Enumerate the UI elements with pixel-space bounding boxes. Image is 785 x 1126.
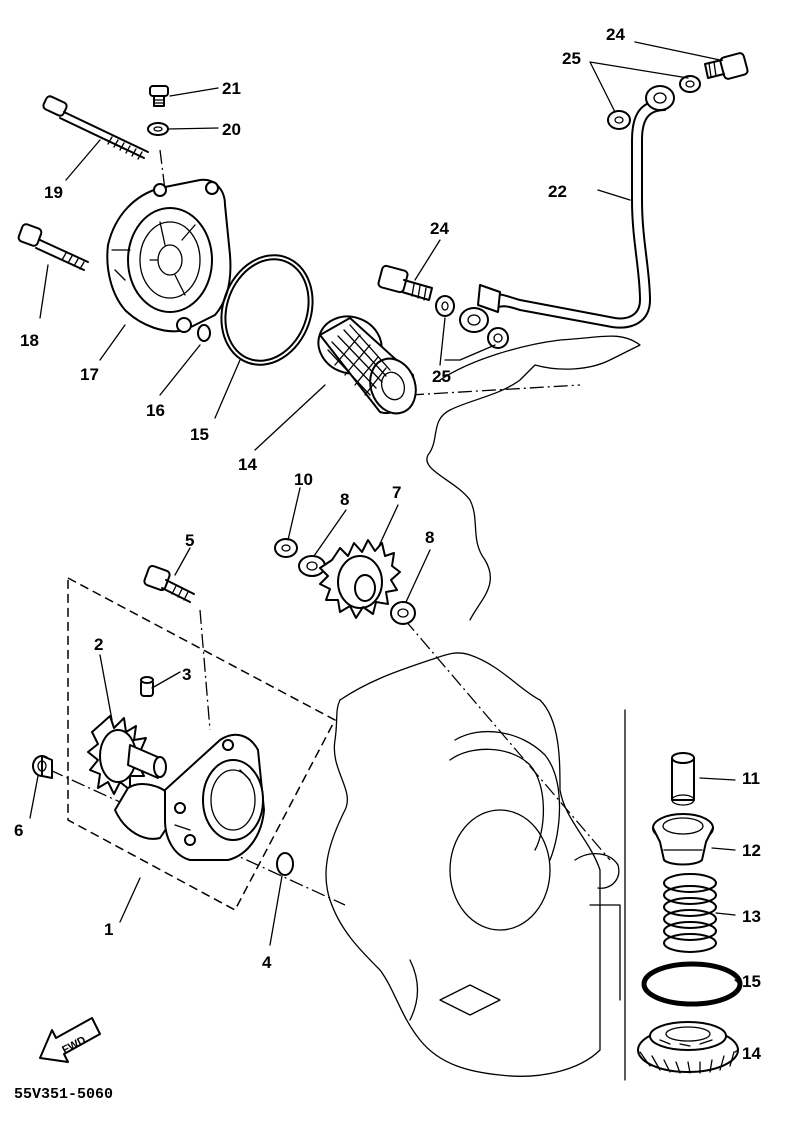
callout-9: 10 bbox=[294, 470, 313, 489]
washer-8-left bbox=[298, 555, 326, 577]
part-code: 55V351-5060 bbox=[14, 1086, 113, 1103]
strainer-dowel bbox=[671, 752, 695, 806]
leader-lines bbox=[29, 41, 741, 1053]
union-bolt-top bbox=[704, 52, 749, 80]
strainer-o-ring bbox=[641, 961, 743, 1007]
bleed-bolt bbox=[149, 85, 169, 107]
washer-9 bbox=[274, 538, 298, 558]
oil-pump-drive-gear bbox=[319, 539, 401, 619]
callout-21: 20 bbox=[222, 120, 241, 139]
callout-19: 18 bbox=[20, 331, 39, 350]
oil-filter-cover bbox=[106, 178, 232, 333]
callout-7: 7 bbox=[392, 483, 401, 502]
oil-pump-body bbox=[114, 733, 265, 861]
callout-12: 13 bbox=[742, 907, 761, 926]
callout-24-top: 24 bbox=[606, 25, 625, 44]
callout-labels: 24 25 22 24 25 21 20 19 18 17 16 15 14 1… bbox=[14, 25, 761, 1063]
callout-17: 16 bbox=[146, 401, 165, 420]
callout-11: 12 bbox=[742, 841, 761, 860]
callout-3: 3 bbox=[182, 665, 191, 684]
callout-10: 11 bbox=[742, 769, 760, 788]
callout-2: 2 bbox=[94, 635, 103, 654]
strainer-cap bbox=[652, 813, 714, 866]
callout-23: 22 bbox=[548, 182, 567, 201]
callout-14: 15 bbox=[742, 972, 761, 991]
fwd-direction-arrow-icon: FWD bbox=[39, 1017, 101, 1063]
large-o-ring bbox=[220, 254, 314, 366]
callout-8-left: 8 bbox=[340, 490, 349, 509]
callout-25-top: 25 bbox=[562, 49, 581, 68]
callout-25-mid: 25 bbox=[432, 367, 451, 386]
callout-13: 14 bbox=[742, 1044, 761, 1063]
callout-20: 19 bbox=[44, 183, 63, 202]
pipe-washers bbox=[435, 75, 701, 349]
union-bolt-mid bbox=[377, 264, 433, 301]
callout-5: 5 bbox=[185, 531, 194, 550]
callout-16: 15 bbox=[190, 425, 209, 444]
callout-22: 21 bbox=[222, 79, 241, 98]
oil-filter-element bbox=[317, 315, 417, 415]
bolt-short bbox=[17, 223, 89, 271]
bleed-bolt-washer bbox=[147, 122, 169, 136]
callout-1: 1 bbox=[104, 920, 113, 939]
callout-24-mid: 24 bbox=[430, 219, 449, 238]
dowel-pin bbox=[140, 676, 154, 697]
small-o-ring bbox=[197, 324, 211, 342]
callout-15: 14 bbox=[238, 455, 257, 474]
strainer-spring bbox=[663, 873, 717, 953]
callout-6: 6 bbox=[14, 821, 23, 840]
callout-18: 17 bbox=[80, 365, 99, 384]
bolt-long bbox=[42, 95, 149, 160]
pump-collar bbox=[32, 755, 53, 779]
callout-4: 4 bbox=[262, 953, 272, 972]
strainer-plug bbox=[637, 1021, 739, 1074]
pump-mounting-bolt bbox=[143, 564, 195, 603]
pump-driven-gear bbox=[87, 715, 167, 795]
oil-delivery-pipe bbox=[459, 85, 675, 333]
callout-8-right: 8 bbox=[425, 528, 434, 547]
oil-pump-assembly-box bbox=[67, 576, 337, 912]
washer-8-right bbox=[390, 601, 416, 625]
crankcase-outline bbox=[325, 335, 641, 1077]
pump-o-ring bbox=[276, 852, 294, 876]
